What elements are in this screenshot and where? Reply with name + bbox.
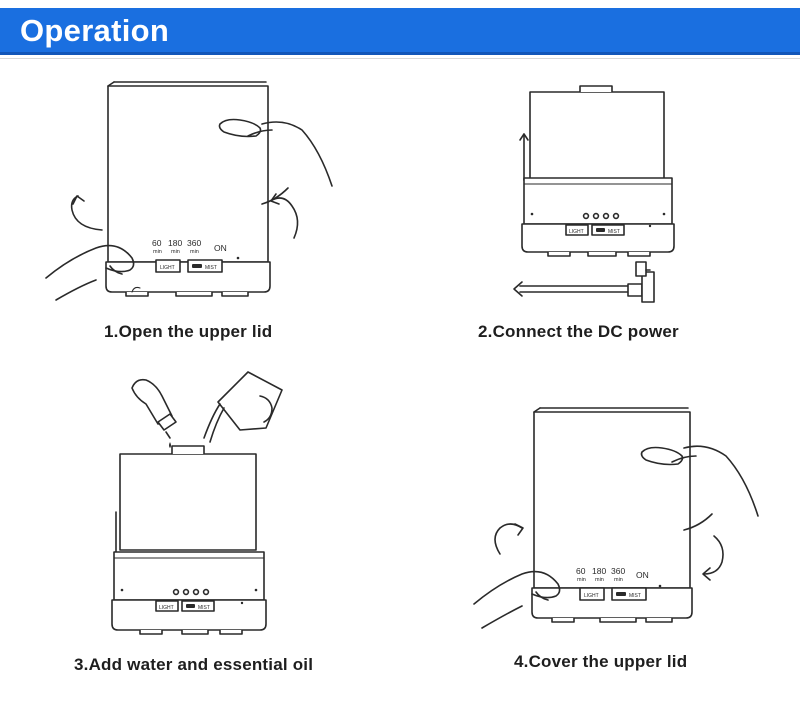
on-label: ON (636, 570, 649, 580)
dc-plug-icon (513, 261, 655, 303)
header-divider (0, 58, 800, 59)
timer-180: 180 (168, 238, 182, 248)
mist-button-label: MIST (608, 229, 620, 235)
rotate-arrow-icon (270, 193, 299, 239)
step-1-caption: 1.Open the upper lid (104, 322, 273, 341)
timer-unit: min (171, 249, 180, 255)
hand-icon (473, 570, 561, 629)
timer-unit: min (614, 577, 623, 583)
step-4-caption: 4.Cover the upper lid (514, 652, 688, 671)
diffuser-lid (533, 411, 691, 589)
step-2-illustration: LIGHT MIST (500, 85, 700, 306)
light-button-label: LIGHT (159, 605, 174, 611)
timer-unit: min (595, 577, 604, 583)
mist-button-label: MIST (629, 593, 641, 599)
timer-unit: min (153, 249, 162, 255)
step-1-illustration: 60 180 360 min min min ON LIGHT MIST (40, 80, 340, 310)
light-button-label: LIGHT (569, 229, 584, 235)
timer-unit: min (577, 577, 586, 583)
rotate-arrow-icon (494, 523, 524, 555)
step-3-illustration: LIGHT MIST (100, 368, 300, 646)
timer-360: 360 (187, 238, 201, 248)
timer-180: 180 (592, 566, 606, 576)
timer-360: 360 (611, 566, 625, 576)
mist-button-label: MIST (198, 605, 210, 611)
timer-60: 60 (576, 566, 586, 576)
timer-60: 60 (152, 238, 162, 248)
rotate-arrow-icon (70, 195, 103, 231)
hand-icon (640, 445, 759, 531)
light-button-label: LIGHT (160, 265, 175, 271)
mist-button-label: MIST (205, 265, 217, 271)
on-label: ON (214, 243, 227, 253)
diffuser-base (521, 223, 675, 253)
header-banner: Operation (0, 8, 800, 55)
diffuser-base (105, 261, 271, 293)
diffuser-base (531, 587, 693, 619)
step-2-caption: 2.Connect the DC power (478, 322, 679, 341)
timer-unit: min (190, 249, 199, 255)
water-jug-icon (203, 371, 283, 443)
diffuser-base (111, 599, 267, 631)
hand-icon (218, 118, 333, 205)
rotate-arrow-icon (702, 535, 724, 581)
hand-icon (45, 244, 135, 301)
step-3-caption: 3.Add water and essential oil (74, 655, 314, 674)
light-button-label: LIGHT (584, 593, 599, 599)
diffuser-lid (119, 453, 257, 551)
oil-bottle-icon (131, 378, 177, 448)
page-title: Operation (20, 13, 170, 48)
step-4-illustration: 60 180 360 min min min ON LIGHT MIST (470, 404, 770, 634)
diffuser-lid (107, 85, 269, 263)
